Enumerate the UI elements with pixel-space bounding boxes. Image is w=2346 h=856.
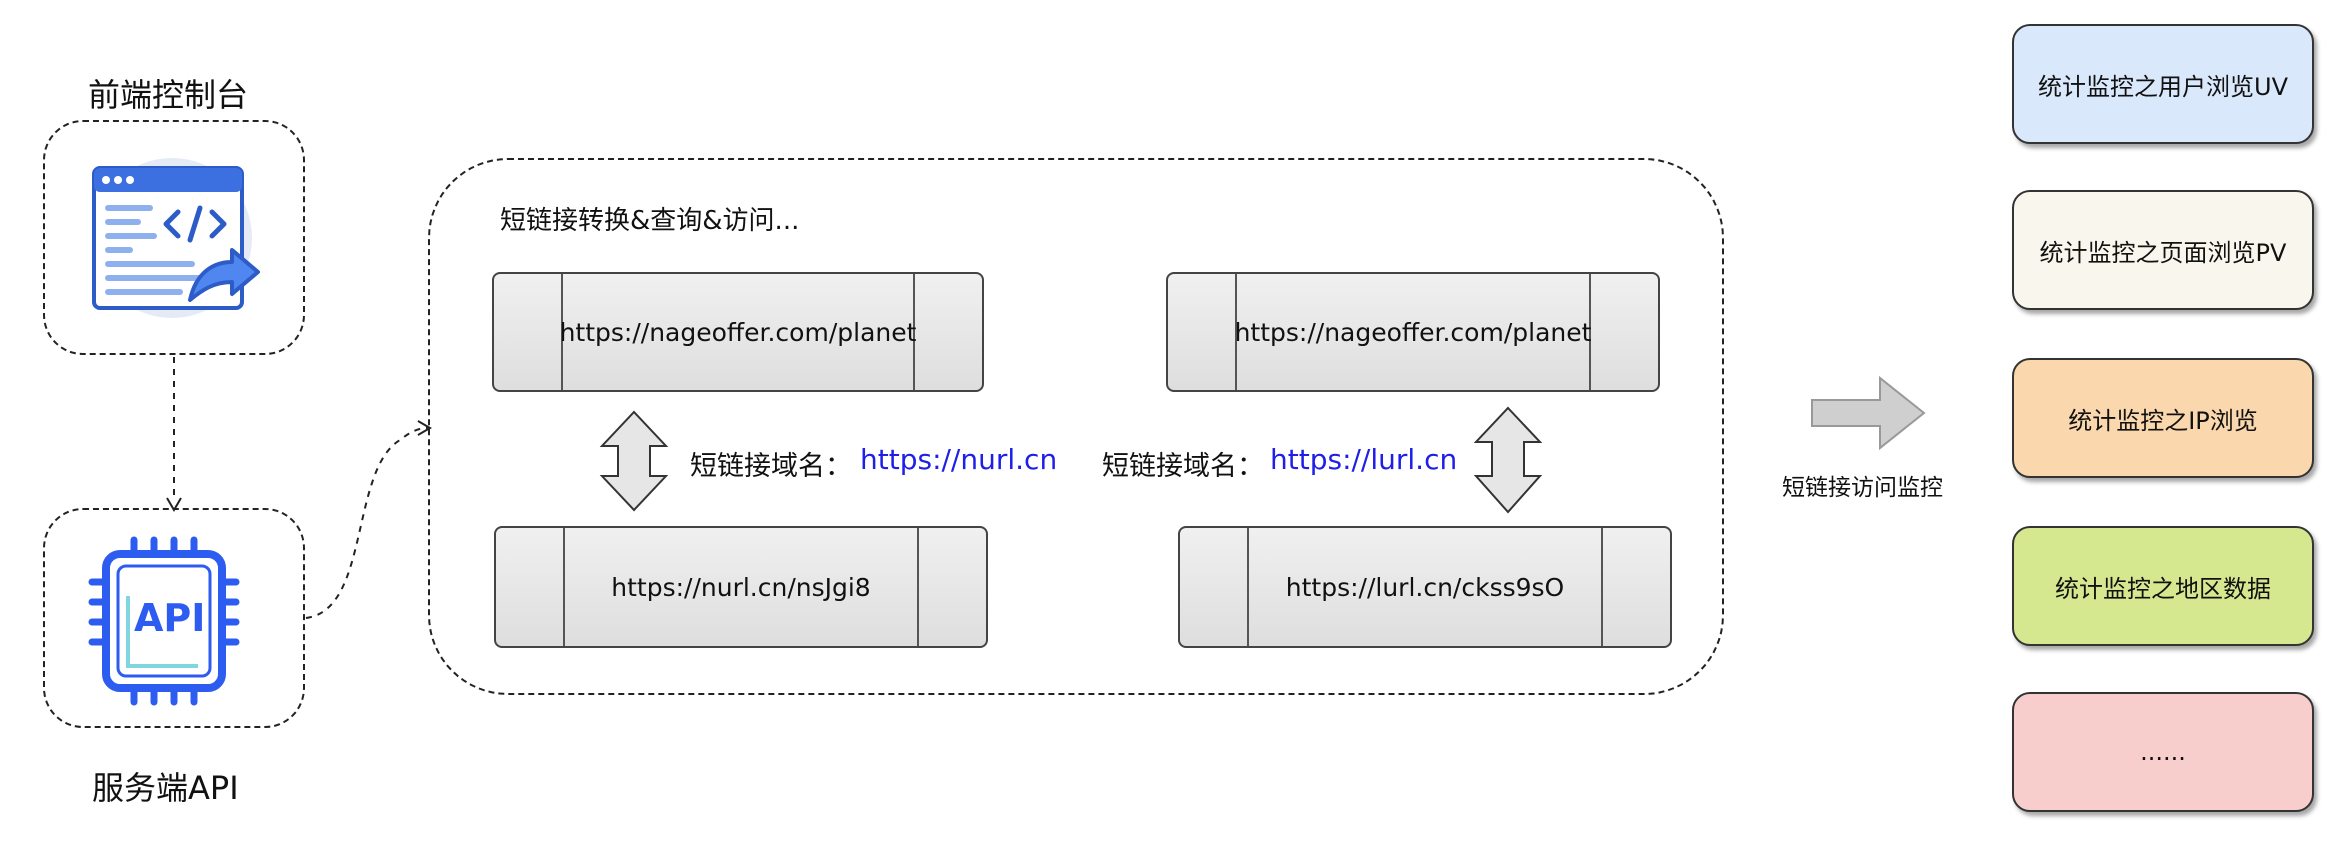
right-long-url-rail-left bbox=[1168, 274, 1237, 390]
left-short-url-rail-right bbox=[917, 528, 986, 646]
right-short-url-rail-left bbox=[1180, 528, 1249, 646]
stat-pv: 统计监控之页面浏览PV bbox=[2012, 190, 2314, 310]
stat-region-label: 统计监控之地区数据 bbox=[2055, 574, 2271, 603]
left-domain-link[interactable]: https://nurl.cn bbox=[860, 443, 1058, 476]
stat-uv-label: 统计监控之用户浏览UV bbox=[2038, 72, 2288, 101]
left-long-url: https://nageoffer.com/planet bbox=[559, 317, 917, 347]
left-short-url: https://nurl.cn/nsJgi8 bbox=[611, 572, 871, 602]
main-title: 短链接转换&查询&访问... bbox=[500, 206, 800, 236]
right-long-url: https://nageoffer.com/planet bbox=[1234, 317, 1592, 347]
right-short-url-rail-right bbox=[1601, 528, 1670, 646]
stat-ip-label: 统计监控之IP浏览 bbox=[2068, 406, 2258, 435]
right-long-url-rail-right bbox=[1589, 274, 1658, 390]
right-domain-link[interactable]: https://lurl.cn bbox=[1270, 443, 1458, 476]
left-domain-label: 短链接域名： bbox=[690, 451, 852, 482]
left-long-url-rail-left bbox=[494, 274, 563, 390]
left-short-url-rail-left bbox=[496, 528, 565, 646]
stat-pv-label: 统计监控之页面浏览PV bbox=[2039, 238, 2287, 267]
right-long-url-box: https://nageoffer.com/planet bbox=[1166, 272, 1660, 392]
left-long-url-box: https://nageoffer.com/planet bbox=[492, 272, 984, 392]
left-short-url-box: https://nurl.cn/nsJgi8 bbox=[494, 526, 988, 648]
monitor-label: 短链接访问监控 bbox=[1782, 475, 1943, 501]
api-chip-text: API bbox=[134, 596, 206, 640]
stat-region: 统计监控之地区数据 bbox=[2012, 526, 2314, 646]
stat-more: ...... bbox=[2012, 692, 2314, 812]
stat-ip: 统计监控之IP浏览 bbox=[2012, 358, 2314, 478]
backend-title: 服务端API bbox=[92, 769, 239, 807]
frontend-box bbox=[43, 120, 305, 355]
main-container bbox=[428, 158, 1724, 695]
stat-more-label: ...... bbox=[2140, 738, 2186, 766]
stat-uv: 统计监控之用户浏览UV bbox=[2012, 24, 2314, 144]
right-short-url-box: https://lurl.cn/ckss9sO bbox=[1178, 526, 1672, 648]
right-domain-label: 短链接域名： bbox=[1102, 451, 1264, 482]
left-long-url-rail-right bbox=[913, 274, 982, 390]
right-short-url: https://lurl.cn/ckss9sO bbox=[1285, 572, 1565, 602]
frontend-title: 前端控制台 bbox=[88, 76, 249, 114]
